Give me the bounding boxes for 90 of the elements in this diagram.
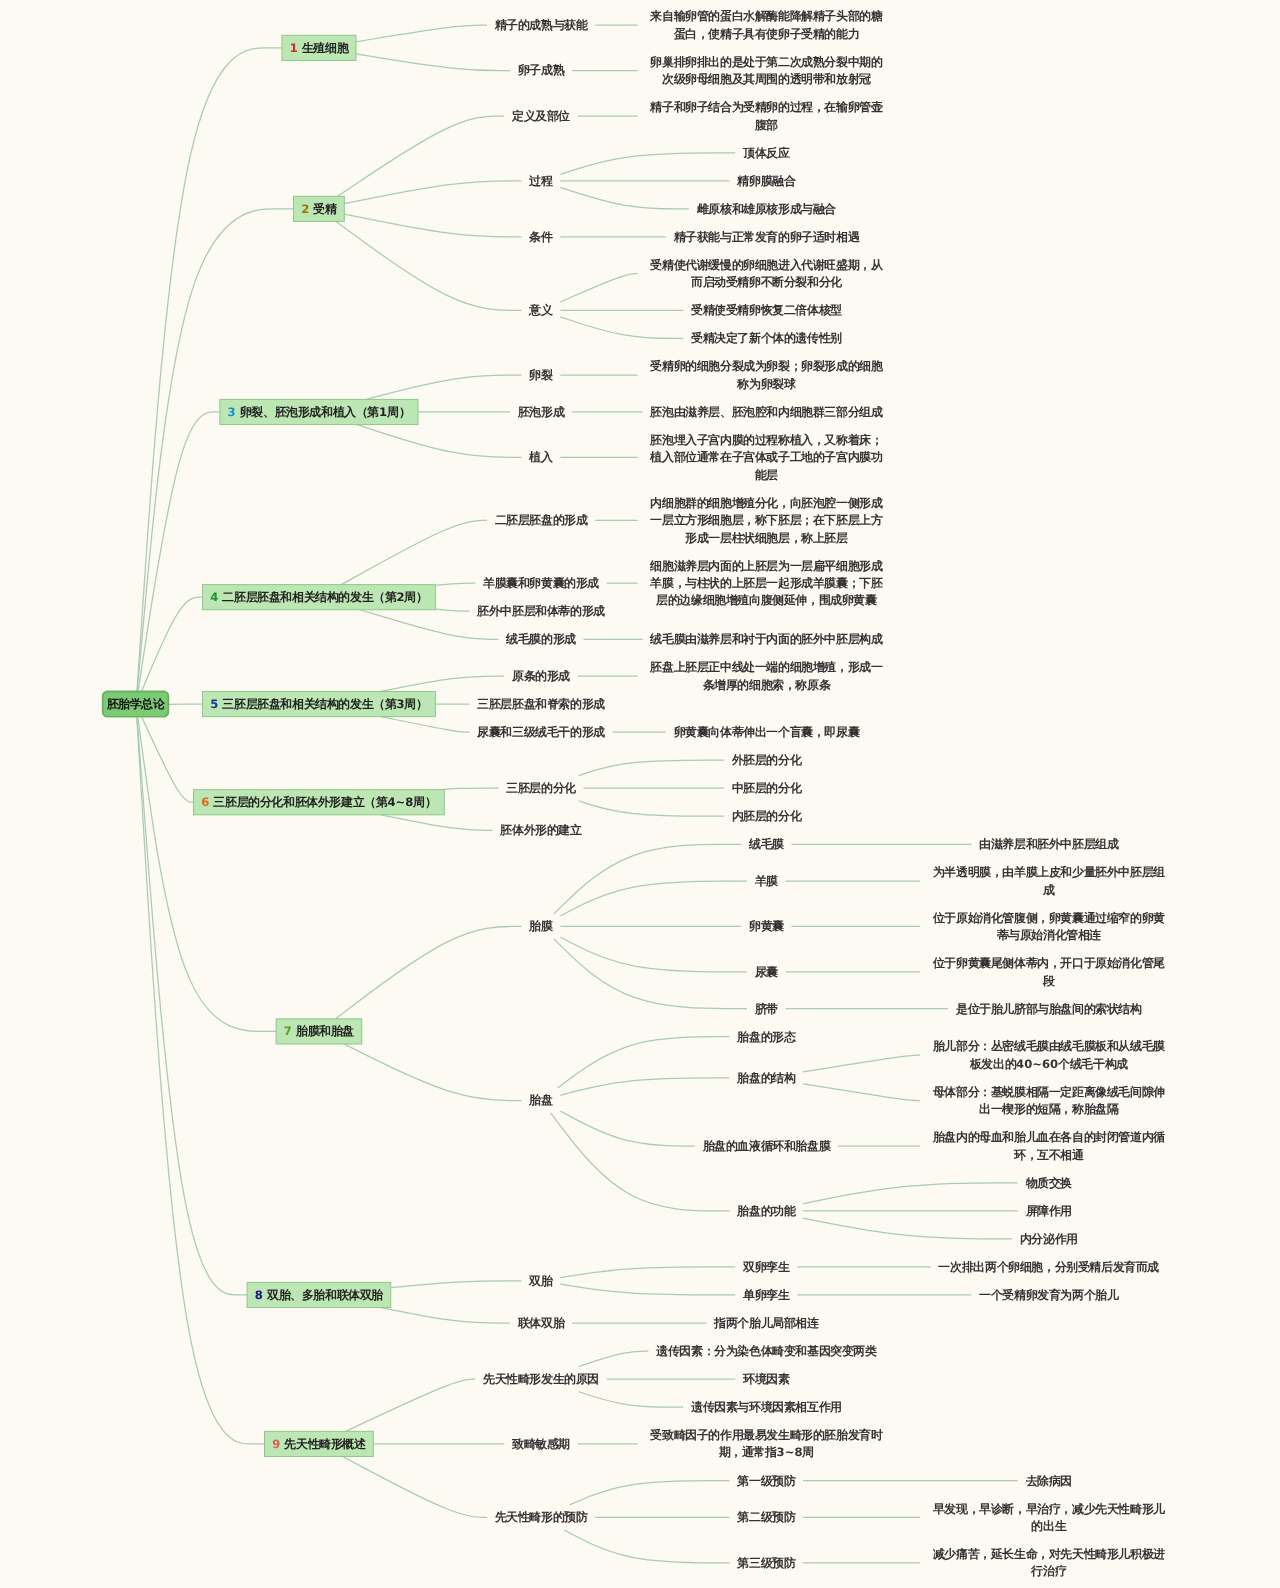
connector xyxy=(785,971,921,973)
connector xyxy=(790,925,921,928)
connector xyxy=(790,843,972,845)
connector xyxy=(441,787,500,791)
connector xyxy=(372,1443,505,1445)
connector xyxy=(569,1480,731,1506)
connector xyxy=(336,115,505,197)
connector xyxy=(578,759,725,777)
connector xyxy=(559,1110,696,1147)
connector xyxy=(343,180,523,205)
connector xyxy=(556,1036,731,1089)
connector xyxy=(417,411,511,413)
connector xyxy=(582,787,725,789)
connector xyxy=(380,1306,511,1324)
connector xyxy=(785,1008,949,1010)
connector xyxy=(137,411,221,693)
connector xyxy=(571,1322,707,1324)
connector xyxy=(345,1378,476,1432)
connector xyxy=(549,1112,731,1212)
connector xyxy=(559,1266,737,1279)
connector xyxy=(802,1054,921,1073)
connector xyxy=(578,1391,684,1408)
connector xyxy=(136,716,248,1296)
connector xyxy=(802,1217,1013,1240)
connector xyxy=(559,936,748,973)
connector xyxy=(559,374,639,376)
connector xyxy=(577,115,639,117)
connector xyxy=(141,716,195,803)
connector xyxy=(380,716,471,733)
connector xyxy=(343,1043,523,1102)
connector xyxy=(380,675,505,693)
connector xyxy=(837,1145,921,1147)
connector xyxy=(359,609,500,640)
connector xyxy=(168,703,204,706)
connector xyxy=(553,843,742,915)
connector xyxy=(796,1266,932,1268)
connector xyxy=(365,374,523,401)
connector xyxy=(559,880,748,917)
connector xyxy=(559,180,731,182)
connector xyxy=(559,236,667,238)
connector xyxy=(137,716,277,1033)
connector xyxy=(355,53,511,72)
connector xyxy=(340,519,488,586)
connector xyxy=(802,1083,921,1102)
connector xyxy=(559,273,639,303)
connector xyxy=(559,316,684,340)
connector xyxy=(578,1350,649,1368)
connector xyxy=(341,1455,488,1519)
connector xyxy=(434,608,471,612)
connector xyxy=(380,814,494,831)
connector xyxy=(434,582,476,586)
connector xyxy=(559,152,737,176)
connector xyxy=(559,1077,731,1096)
connector xyxy=(434,703,471,705)
connector xyxy=(563,1529,731,1564)
connector xyxy=(594,519,639,521)
connector xyxy=(559,1283,737,1296)
connector xyxy=(578,800,725,817)
connector xyxy=(594,24,639,26)
connector xyxy=(606,1378,737,1380)
connector xyxy=(802,1480,1019,1482)
connector xyxy=(611,731,667,733)
connector xyxy=(390,1280,523,1289)
connector xyxy=(571,69,639,72)
connector xyxy=(571,411,644,413)
connector xyxy=(136,47,283,693)
connector xyxy=(559,456,639,459)
connector xyxy=(559,925,742,928)
connector xyxy=(796,1294,972,1296)
connector xyxy=(785,880,921,882)
connector xyxy=(559,309,684,312)
connector xyxy=(355,24,488,43)
connector xyxy=(136,716,266,1445)
connector xyxy=(335,220,523,312)
connector xyxy=(594,1516,731,1519)
connector xyxy=(140,596,204,693)
connector xyxy=(802,1516,921,1519)
connector xyxy=(802,1562,921,1564)
connector xyxy=(334,925,523,1020)
connector xyxy=(802,1182,1019,1205)
connector xyxy=(559,186,690,210)
connector xyxy=(136,208,295,693)
connector xyxy=(343,213,523,238)
connector xyxy=(553,938,748,1010)
connector xyxy=(577,1443,639,1445)
connector xyxy=(802,1210,1019,1212)
connector xyxy=(356,423,523,459)
connector xyxy=(606,582,639,584)
connector xyxy=(577,675,639,677)
connector xyxy=(582,638,644,640)
